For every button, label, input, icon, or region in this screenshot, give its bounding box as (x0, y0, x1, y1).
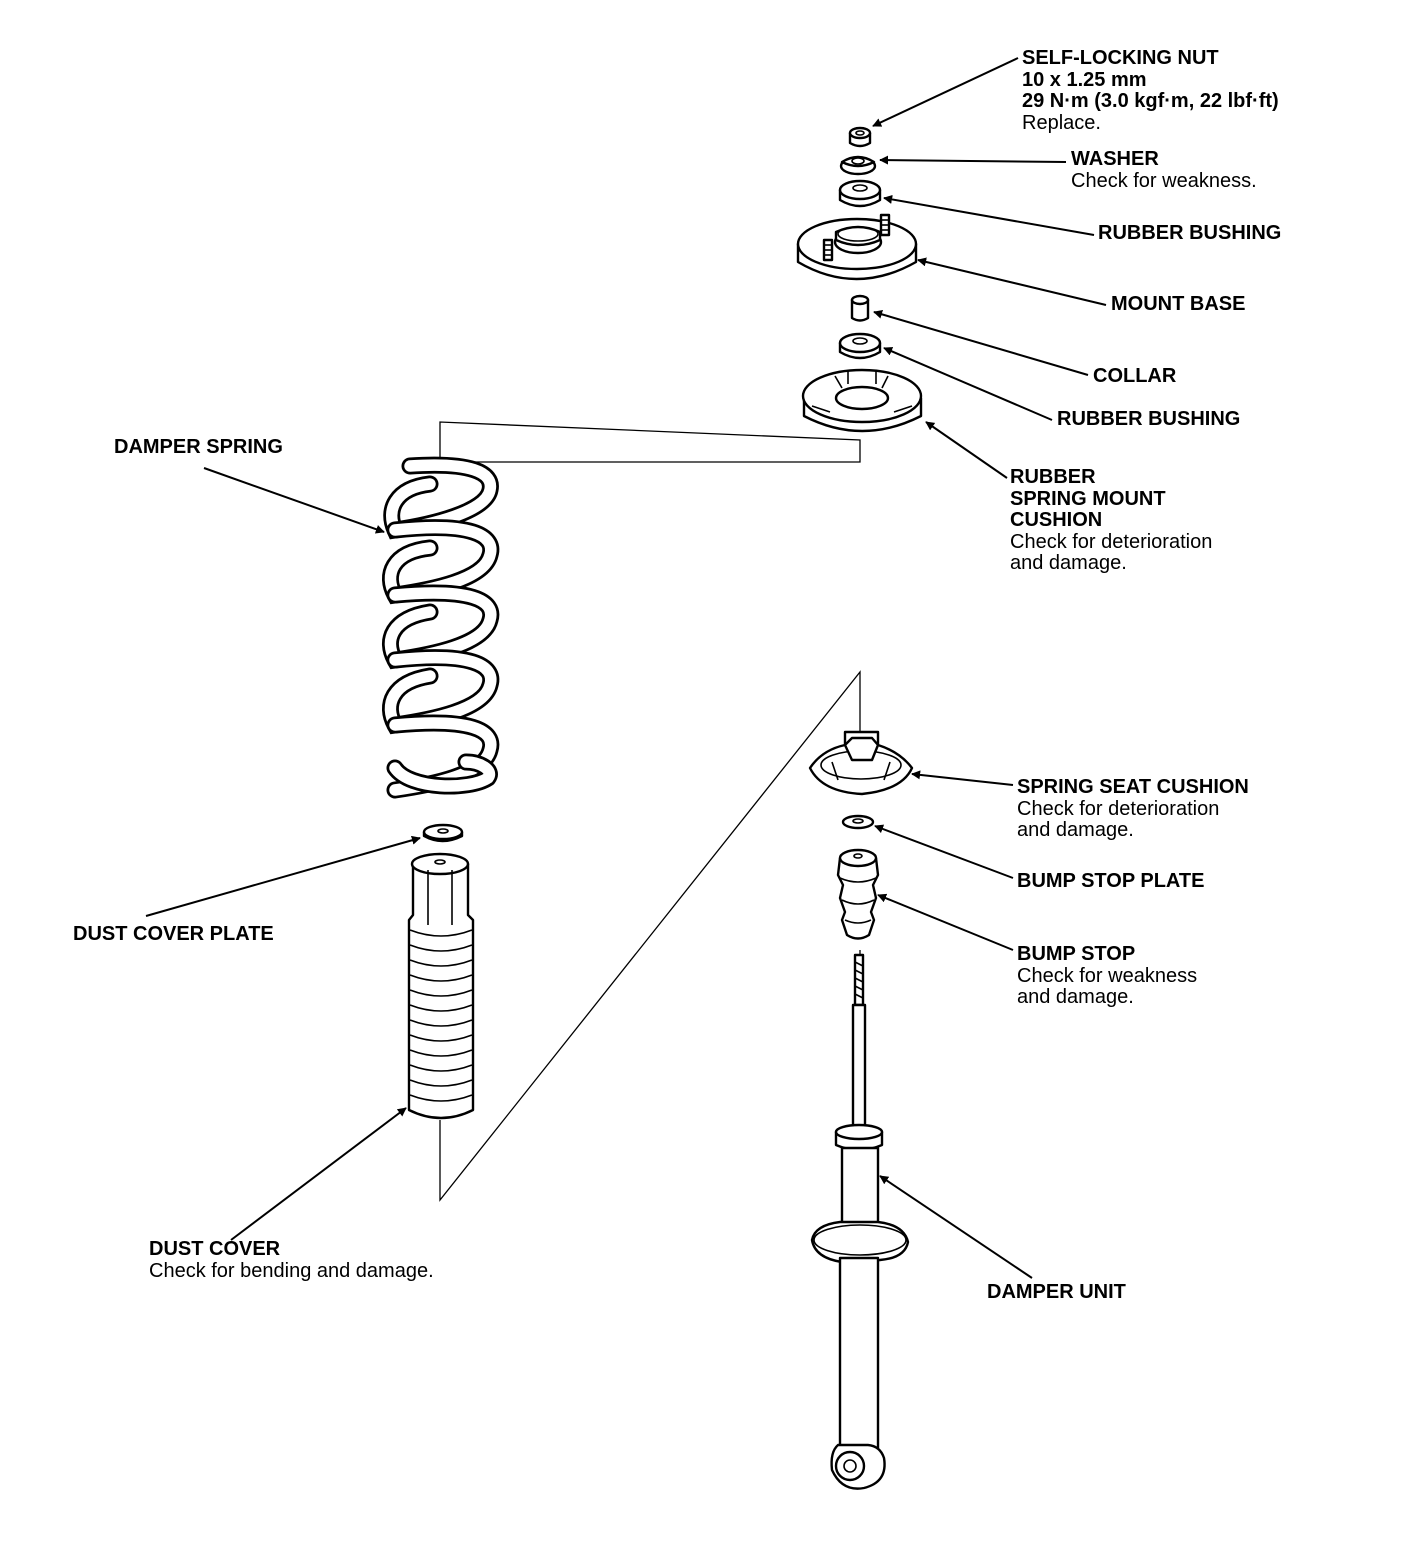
bump-stop-plate-label: BUMP STOP PLATE (1017, 870, 1205, 893)
mount-base-part (796, 213, 918, 281)
dust-cover-title: DUST COVER (149, 1238, 281, 1260)
spring-seat-cushion-note-line1: Check for deterioration (1017, 797, 1220, 820)
damper-spring-title: DAMPER SPRING (114, 436, 283, 458)
cushion-title-line2: SPRING MOUNT (1010, 487, 1166, 510)
dust-cover-label: DUST COVER Check for bending and damage. (149, 1238, 434, 1282)
dust-cover-plate-part (422, 823, 464, 843)
cushion-title-line3: CUSHION (1010, 509, 1103, 531)
self-locking-nut-note: Replace. (1022, 111, 1101, 134)
rubber-bushing-upper-label: RUBBER BUSHING (1098, 222, 1282, 245)
assembly-guide-lines (439, 421, 861, 1202)
rubber-bushing-lower-title: RUBBER BUSHING (1057, 408, 1241, 430)
self-locking-nut-spec-size: 10 x 1.25 mm (1022, 68, 1147, 91)
bump-stop-plate-title: BUMP STOP PLATE (1017, 870, 1205, 892)
cushion-note-line2: and damage. (1010, 552, 1127, 574)
rubber-bushing-upper-part (838, 179, 882, 208)
bump-stop-title: BUMP STOP (1017, 943, 1136, 965)
cushion-note-line1: Check for deterioration (1010, 530, 1213, 553)
collar-title: COLLAR (1093, 365, 1177, 387)
self-locking-nut-title: SELF-LOCKING NUT (1022, 47, 1219, 69)
damper-spring-part (382, 456, 500, 799)
bump-stop-plate-part (841, 814, 875, 830)
bump-stop-label: BUMP STOP Check for weakness and damage. (1017, 943, 1198, 1009)
washer-part (839, 155, 877, 176)
washer-label: WASHER Check for weakness. (1071, 148, 1257, 192)
rubber-bushing-lower-part (838, 332, 882, 360)
damper-spring-label: DAMPER SPRING (114, 436, 283, 459)
mount-base-label: MOUNT BASE (1111, 293, 1246, 316)
damper-unit-label: DAMPER UNIT (987, 1281, 1126, 1304)
collar-part (850, 294, 870, 322)
dust-cover-part (407, 852, 475, 1120)
mount-base-title: MOUNT BASE (1111, 293, 1246, 315)
rubber-bushing-upper-title: RUBBER BUSHING (1098, 222, 1282, 244)
bump-stop-part (836, 848, 880, 940)
spring-seat-cushion-part (808, 730, 914, 796)
bump-stop-note-line2: and damage. (1017, 986, 1134, 1008)
rubber-spring-mount-cushion-part (801, 368, 923, 433)
spring-seat-cushion-label: SPRING SEAT CUSHION Check for deteriorat… (1017, 776, 1249, 842)
dust-cover-plate-title: DUST COVER PLATE (73, 923, 274, 945)
cushion-title-line1: RUBBER (1010, 466, 1096, 488)
leader-arrows (145, 57, 1107, 1279)
bump-stop-note-line1: Check for weakness (1017, 964, 1198, 987)
washer-title: WASHER (1071, 148, 1159, 170)
self-locking-nut-spec-torque: 29 N·m (3.0 kgf·m, 22 lbf·ft) (1022, 90, 1279, 112)
spring-seat-cushion-note-line2: and damage. (1017, 819, 1134, 841)
washer-note: Check for weakness. (1071, 169, 1257, 192)
rubber-bushing-lower-label: RUBBER BUSHING (1057, 408, 1241, 431)
damper-unit-title: DAMPER UNIT (987, 1281, 1126, 1303)
collar-label: COLLAR (1093, 365, 1177, 388)
dust-cover-plate-label: DUST COVER PLATE (73, 923, 274, 946)
rubber-spring-mount-cushion-label: RUBBER SPRING MOUNT CUSHION Check for de… (1010, 466, 1213, 575)
damper-unit-part (810, 953, 910, 1490)
dust-cover-note: Check for bending and damage. (149, 1259, 434, 1282)
self-locking-nut-part (848, 126, 872, 148)
self-locking-nut-label: SELF-LOCKING NUT 10 x 1.25 mm 29 N·m (3.… (1022, 47, 1279, 134)
spring-seat-cushion-title: SPRING SEAT CUSHION (1017, 776, 1249, 798)
